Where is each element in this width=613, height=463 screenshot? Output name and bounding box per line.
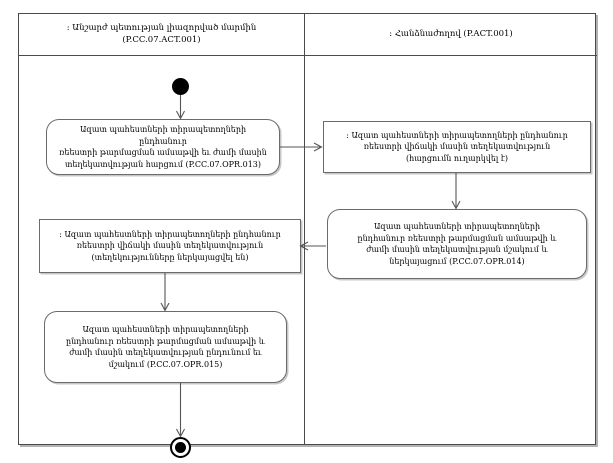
- signal-node-info-provided-label: : Ազատ պահեստների տիրապետողների ընդհանու…: [59, 229, 281, 262]
- action-node-opr015-label: Ազատ պահեստների տիրապետողների ընդհանուր …: [65, 325, 265, 369]
- swimlane-right-header: : Հանձնաժողով (P.ACT.001): [305, 14, 597, 56]
- swimlane-right-title: : Հանձնաժողով (P.ACT.001): [389, 28, 513, 39]
- action-node-opr013-label: Ազատ պահեստների տիրապետողների ընդհանուր …: [59, 125, 267, 169]
- signal-node-request-sent-label: : Ազատ պահեստների տիրապետողների ընդհանու…: [346, 130, 568, 163]
- swimlane-left-title: : Անշարժ պետության լիազորված մարմին (P.C…: [66, 23, 257, 45]
- swimlane-right-body: : Ազատ պահեստների տիրապետողների ընդհանու…: [305, 56, 597, 444]
- signal-node-info-provided[interactable]: : Ազատ պահեստների տիրապետողների ընդհանու…: [39, 219, 301, 273]
- swimlane-left-header: : Անշարժ պետության լիազորված մարմին (P.C…: [19, 14, 304, 56]
- activity-diagram-frame: : Անշարժ պետության լիազորված մարմին (P.C…: [18, 13, 597, 458]
- swimlane-right: : Հանձնաժողով (P.ACT.001) : Ազատ պահեստն…: [304, 14, 597, 444]
- final-node: [170, 437, 191, 458]
- swimlane-left: : Անշարժ պետության լիազորված մարմին (P.C…: [19, 14, 304, 458]
- action-node-opr014-label: Ազատ պահեստների տիրապետողների ընդհանուր …: [357, 222, 557, 266]
- initial-node: [172, 78, 189, 95]
- action-node-opr015[interactable]: Ազատ պահեստների տիրապետողների ընդհանուր …: [44, 311, 287, 383]
- action-node-opr013[interactable]: Ազատ պահեստների տիրապետողների ընդհանուր …: [46, 119, 280, 175]
- action-node-opr014[interactable]: Ազատ պահեստների տիրապետողների ընդհանուր …: [327, 209, 587, 279]
- swimlane-left-body: Ազատ պահեստների տիրապետողների ընդհանուր …: [19, 56, 304, 458]
- signal-node-request-sent[interactable]: : Ազատ պահեստների տիրապետողների ընդհանու…: [323, 121, 591, 173]
